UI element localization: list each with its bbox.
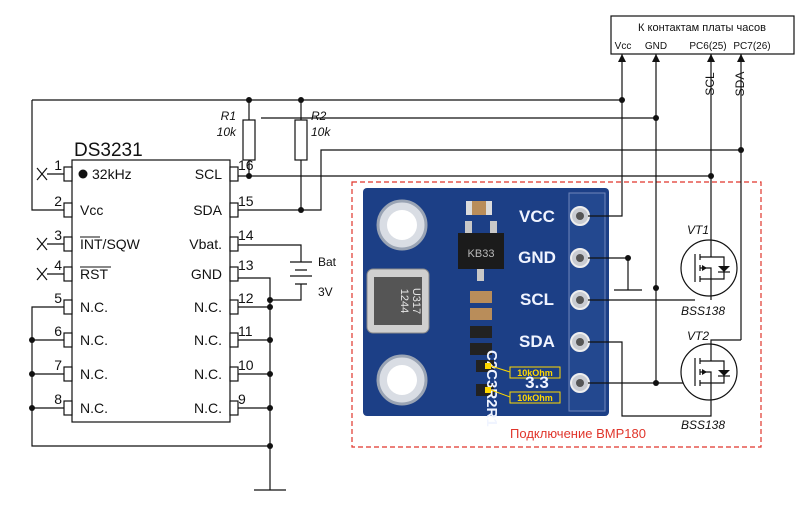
- pin-label: 32kHz: [92, 166, 132, 182]
- pin-label: Vbat.: [189, 236, 222, 252]
- vt1-type: BSS138: [681, 304, 725, 318]
- silk-refs: C2C3R2R1: [483, 350, 500, 427]
- pin-number: 2: [54, 193, 62, 209]
- chip-right-pins: 16SCL15SDA14Vbat.13GND12N.C.11N.C.10N.C.…: [189, 157, 253, 416]
- chip-pin-5: 5N.C.: [54, 290, 108, 315]
- pin-label: INT/SQW: [80, 236, 141, 252]
- pin-label: SDA: [193, 202, 222, 218]
- r2-value: 10k: [311, 125, 331, 139]
- pin-number: 13: [238, 257, 254, 273]
- svg-text:1244: 1244: [398, 289, 410, 313]
- pin-label: N.C.: [194, 400, 222, 416]
- pin-label: N.C.: [80, 299, 108, 315]
- pin-label: N.C.: [80, 366, 108, 382]
- chip-pin-6: 6N.C.: [54, 323, 108, 348]
- bus-label-sda: SDA: [733, 72, 747, 97]
- pin1-marker: [78, 169, 88, 179]
- pin-label: N.C.: [194, 366, 222, 382]
- transistor-vt1: VT1 BSS138: [680, 223, 738, 318]
- module-pin-scl-label: SCL: [520, 290, 554, 309]
- resistor-r2: R2 10k: [294, 109, 331, 161]
- pin-number: 10: [238, 357, 254, 373]
- regulator-label: KB33: [468, 248, 495, 260]
- connector-pin-vcc: Vcc: [615, 41, 632, 52]
- regulator-chip: [458, 233, 504, 269]
- battery-voltage: 3V: [318, 285, 333, 299]
- r2-ref: R2: [311, 109, 327, 123]
- pin-label: N.C.: [80, 332, 108, 348]
- bus-label-scl: SCL: [703, 72, 717, 96]
- module-frame: [351, 181, 762, 448]
- vt1-ref: VT1: [687, 223, 709, 237]
- module-pin-33-label: 3.3: [525, 373, 549, 392]
- vt2-ref: VT2: [687, 329, 709, 343]
- connector-pin-pc6: PC6(25): [689, 41, 726, 52]
- pullup-label-2: 10kOhm: [517, 393, 553, 403]
- pin-label: RST: [80, 266, 108, 282]
- pin-number: 4: [54, 257, 62, 273]
- chip-pin-7: 7N.C.: [54, 357, 108, 382]
- chip-pin-1: 1 32kHz: [54, 157, 131, 182]
- pin-label: GND: [191, 266, 222, 282]
- pin-number: 3: [54, 227, 62, 243]
- pin-number: 1: [54, 157, 62, 173]
- vt2-type: BSS138: [681, 418, 725, 432]
- connector-title: К контактам платы часов: [638, 22, 766, 34]
- pin-label: N.C.: [80, 400, 108, 416]
- r1-value: 10k: [217, 125, 237, 139]
- ds3231-chip: DS3231 132kHz2Vcc3INT/SQW4RST5N.C.6N.C.7…: [54, 140, 254, 423]
- battery-label: Bat: [318, 255, 337, 269]
- pin-number: 11: [238, 323, 253, 339]
- chip-pin-9: 9N.C.: [194, 391, 246, 416]
- chip-pin-8: 8N.C.: [54, 391, 108, 416]
- pin-number: 8: [54, 391, 62, 407]
- bmp180-module: KB33 1244 U317 C2C3R2R1 10kOhm 10kOhm VC…: [363, 188, 609, 427]
- chip-pin-11: 11N.C.: [194, 323, 253, 348]
- connector-pin-gnd: GND: [645, 41, 667, 52]
- pin-label: Vcc: [80, 202, 103, 218]
- pin-label: N.C.: [194, 332, 222, 348]
- pin-number: 5: [54, 290, 62, 306]
- chip-body: [71, 159, 231, 423]
- svg-text:U317: U317: [410, 288, 422, 314]
- clock-board-connector: К контактам платы часов Vcc GND PC6(25) …: [610, 15, 795, 118]
- r1-ref: R1: [221, 109, 236, 123]
- chip-left-pins: 132kHz2Vcc3INT/SQW4RST5N.C.6N.C.7N.C.8N.…: [54, 157, 140, 416]
- pullup-label-1: 10kOhm: [517, 368, 553, 378]
- pin-number: 16: [238, 157, 254, 173]
- transistor-vt2: VT2 BSS138: [680, 329, 741, 432]
- pin-number: 12: [238, 290, 254, 306]
- pin-number: 9: [238, 391, 246, 407]
- pin-number: 6: [54, 323, 62, 339]
- pin-number: 14: [238, 227, 254, 243]
- module-caption: Подключение BMP180: [510, 426, 646, 441]
- module-pin-sda-label: SDA: [519, 332, 555, 351]
- pin-number: 15: [238, 193, 254, 209]
- resistor-r1: R1 10k: [217, 109, 256, 161]
- connector-pin-pc7: PC7(26): [733, 41, 770, 52]
- module-pin-gnd-label: GND: [518, 248, 556, 267]
- pin-number: 7: [54, 357, 62, 373]
- chip-pin-12: 12N.C.: [194, 290, 254, 315]
- pin-label: N.C.: [194, 299, 222, 315]
- module-pin-vcc-label: VCC: [519, 207, 555, 226]
- chip-name: DS3231: [74, 140, 143, 161]
- chip-pin-10: 10N.C.: [194, 357, 254, 382]
- pin-label: SCL: [195, 166, 222, 182]
- junction-dots: [29, 97, 744, 449]
